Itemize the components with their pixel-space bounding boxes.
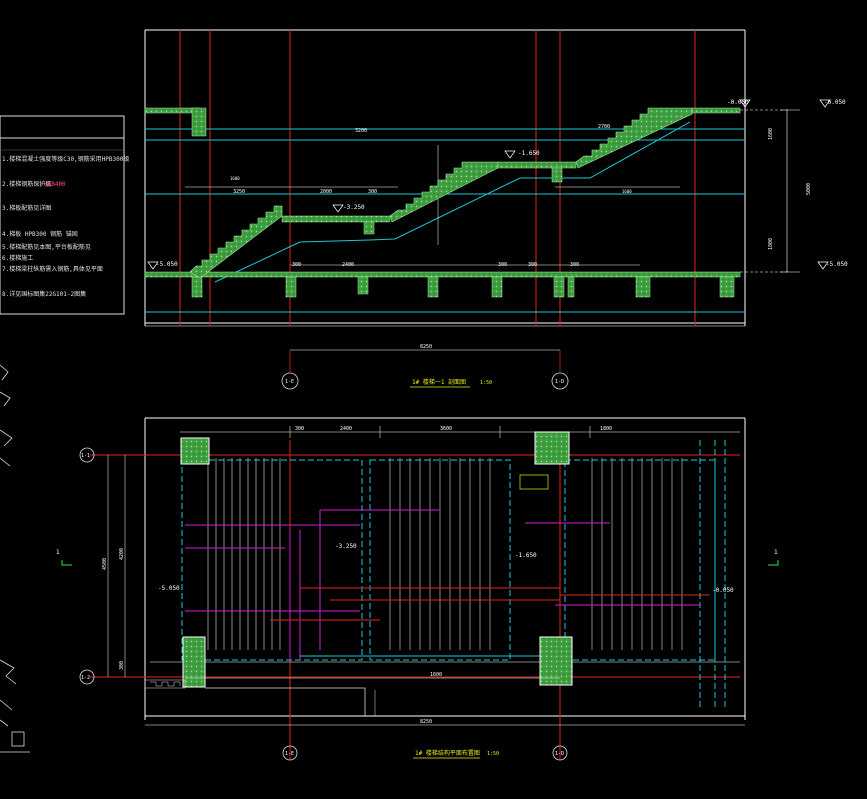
dim-vert-lower: 1800	[768, 238, 774, 250]
plan-view: 300 2400 3600 1800	[56, 417, 779, 761]
plan-dim-top-a: 300	[295, 426, 304, 432]
stair-treads	[207, 458, 683, 650]
column-bottom-mid	[539, 636, 573, 686]
elev-bottom-right: -5.050	[826, 261, 848, 268]
notes-highlight: HRB400	[44, 181, 66, 188]
plan-axis-right: 1-D	[555, 751, 564, 757]
dim-small-c: 300	[528, 262, 537, 268]
dim-top-span: 3250	[233, 189, 245, 195]
elev-landing-low: -3.250	[343, 204, 365, 211]
plan-elev-mid-low: -3.250	[335, 543, 357, 550]
elev-landing-mid: -1.650	[518, 150, 540, 157]
dim-small-a: 300	[368, 189, 377, 195]
notes-line-2: 2.楼梯钢筋保护层	[2, 180, 51, 188]
stair-flight-3	[575, 107, 693, 169]
plan-section-mark-left: 1	[56, 549, 60, 556]
dim-run-upper: 2000	[320, 189, 332, 195]
plan-elev-right: -0.050	[712, 587, 734, 594]
notes-line-4: 4.梯板 HPB300 钢筋 锚固	[2, 230, 78, 238]
column-bottom-left	[182, 636, 206, 688]
notes-line-3: 3.梯板配筋见详图	[2, 204, 51, 212]
plan-dim-side-total: 4500	[102, 558, 108, 570]
dim-mark-b: 1600	[622, 189, 632, 194]
dim-overall: 8250	[420, 344, 432, 350]
plan-section-mark-right: 1	[774, 549, 778, 556]
section-title: 1# 楼梯一1 剖面图	[412, 378, 466, 386]
section-scale: 1:50	[480, 380, 492, 386]
plan-title: 1# 楼梯结构平面布置图	[415, 749, 480, 757]
notes-panel: 1.楼梯混凝土强度等级C30,钢筋采用HPB300级 2.楼梯钢筋保护层 HRB…	[0, 115, 129, 315]
plan-dim-side-main: 4200	[119, 548, 125, 560]
plan-elev-left: -5.050	[158, 585, 180, 592]
section-axis-left: 1-E	[285, 379, 294, 385]
notes-line-7: 7.楼梯梁柱纵筋需入钢筋,具体见平面	[2, 265, 103, 273]
dim-vert-total: 5000	[806, 183, 812, 195]
plan-dim-side-small: 300	[119, 661, 125, 670]
plan-dim-bottom-part: 1600	[430, 672, 442, 678]
plan-dim-top-c: 3600	[440, 426, 452, 432]
plan-elev-mid-high: -1.650	[515, 552, 537, 559]
plan-axis-left: 1-E	[285, 751, 294, 757]
dim-run-c: 2400	[342, 262, 354, 268]
plan-scale: 1:50	[487, 751, 499, 757]
notes-line-1: 1.楼梯混凝土强度等级C30,钢筋采用HPB300级	[2, 155, 129, 163]
section-view: -0.050 -0.050 -1.650 -3.250 -5.050 -5.05…	[144, 29, 848, 390]
stair-flight-2	[389, 161, 499, 223]
dim-bottom-a: 300	[292, 262, 301, 268]
column-top-left	[180, 437, 210, 465]
dim-bottom-b: 300	[498, 262, 507, 268]
dim-mark-a: 1600	[230, 176, 240, 181]
notes-line-8: 8.详见国标图集22G101-2图集	[2, 290, 86, 298]
section-axis-right: 1-D	[555, 379, 564, 385]
dim-run-a: 3200	[355, 128, 367, 134]
notes-line-5: 5.楼梯配筋见本图,平台板配筋见	[2, 243, 91, 251]
plan-dim-bottom-overall: 8250	[420, 719, 432, 725]
plan-axis-bottom: 1-2	[81, 675, 90, 681]
dim-vert-upper: 1600	[768, 128, 774, 140]
offsheet-fragments	[0, 364, 30, 753]
plan-dim-top-b: 2400	[340, 426, 352, 432]
elev-top-right: -0.050	[727, 99, 749, 106]
plan-axis-top: 1-1	[81, 453, 90, 459]
plan-dim-top-d: 1800	[600, 426, 612, 432]
dim-small-b: 300	[570, 262, 579, 268]
dim-run-b: 2700	[598, 124, 610, 130]
elev-bottom-left: -5.050	[156, 261, 178, 268]
notes-line-6: 6.楼梯施工	[2, 254, 33, 262]
stair-flight-1	[189, 205, 283, 279]
elev-top-right-outer: -0.050	[824, 99, 846, 106]
column-top-mid	[534, 431, 570, 465]
